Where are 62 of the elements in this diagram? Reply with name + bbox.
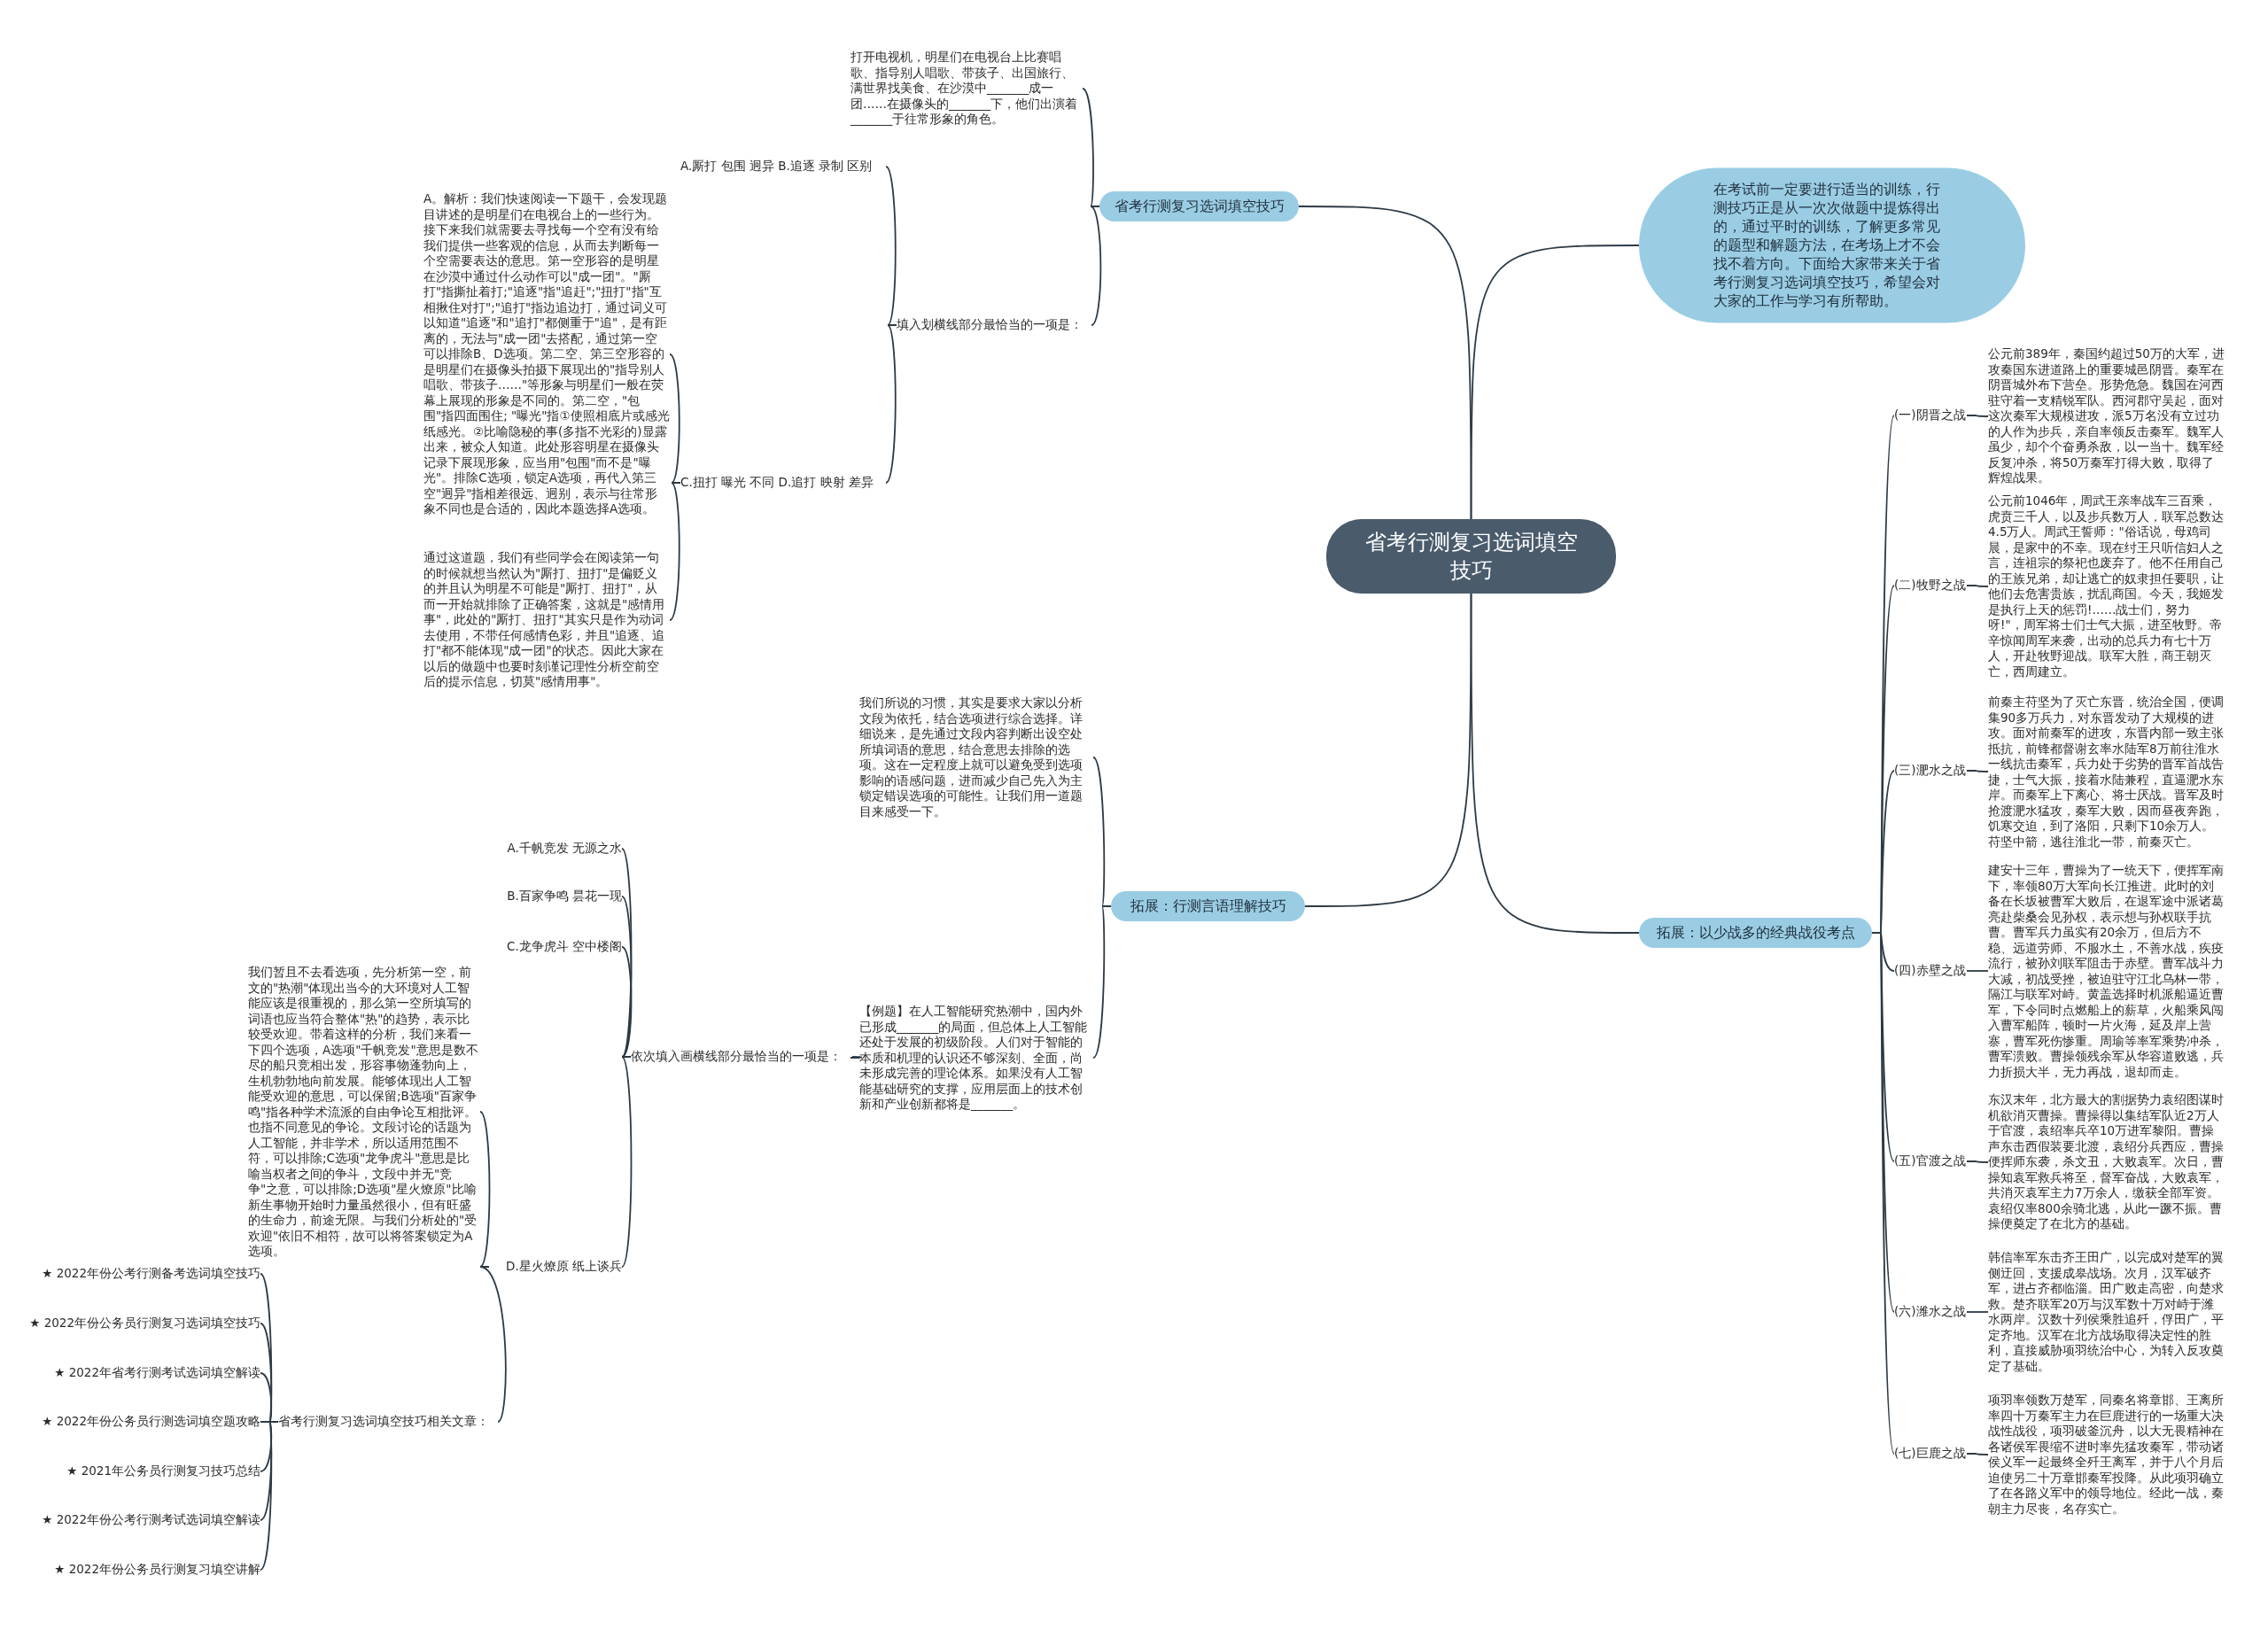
topic-text: 建安十三年，曹操为了一统天下，便挥军南下，率领80万大军向长江推进。此时的刘备在长坂被曹军大败后，在退军途中派诸葛亮赴柴桑会见孙权，表示想与孙权联手抗曹。曹军兵力虽实有20余万，但后方不稳、远道劳师、不服水土，不善水战，疾疫流行，被孙刘联军阻击于赤壁。曹军战斗力大减，初战受挫，被迫驻守江北乌林一带，隔江与联军对峙。黄盖选择时机派船逼近曹军，下令同时点燃船上的薪草，火船乘风闯入曹军船阵，顿时一片火海，延及岸上营寨，曹军死伤惨重。周瑜等率军乘势冲杀，曹军溃败。曹操领残余军从华容道败逃，兵力折损大半，无力再战，退却而走。 xyxy=(1988,862,2225,1080)
topic-text: (四)赤壁之战 xyxy=(1894,963,1967,979)
connector-line xyxy=(260,1421,279,1571)
topic-text: (二)牧野之战 xyxy=(1894,578,1967,594)
topic-text: ★ 2022年份公考行测考试选词填空解读 xyxy=(7,1512,260,1528)
connector-line xyxy=(1092,905,1112,1059)
central-topic: 省考行测复习选词填空技巧 xyxy=(1326,519,1616,594)
topic-text: ★ 2022年份公考行测备考选词填空技巧 xyxy=(7,1266,260,1282)
topic-text: ★ 2022年份公务员行测复习选词填空技巧 xyxy=(7,1316,260,1331)
connector-line xyxy=(1090,206,1102,326)
topic-text: 公元前389年，秦国约超过50万的大军，进攻秦国东进道路上的重要城邑阴晋。秦军在阴晋城外布下营垒。形势危急。魏国在河西驻守着一支精锐军队。西河郡守吴起，面对这次秦军大规模进攻，派5万名没有立过功的人作为步兵，亲自率领反击秦军。魏军人虽少，却个个奋勇杀敌，以一当十。魏军经反复冲杀，将50万秦军打得大败，取得了辉煌战果。 xyxy=(1988,346,2225,486)
connector-line xyxy=(479,1266,507,1423)
topic-text: (三)淝水之战 xyxy=(1894,763,1967,779)
topic-text: A.千帆竞发 无源之水 xyxy=(489,841,622,857)
connector-line xyxy=(669,353,681,484)
connector-line xyxy=(1966,1160,1989,1163)
topic-text: ★ 2022年份公务员行测选词填空题攻略 xyxy=(7,1414,260,1430)
topic-text: (六)潍水之战 xyxy=(1894,1304,1967,1320)
topic-text: D.星火燎原 纸上谈兵 xyxy=(489,1259,622,1275)
branch-topic: 省考行测复习选词填空技巧 xyxy=(1099,191,1299,221)
branch-topic: 拓展：行测言语理解技巧 xyxy=(1111,891,1305,921)
connector-line xyxy=(850,1056,863,1059)
topic-text: A.厮打 包围 迥异 B.追逐 录制 区别 xyxy=(680,159,886,175)
topic-text: 填入划横线部分最恰当的一项是： xyxy=(897,317,1091,333)
topic-text: A。解析：我们快速阅读一下题干，会发现题目讲述的是明星们在电视台上的一些行为。接下来我们就需要去寻找每一个空有没有给我们提供一些客观的信息，从而去判断每一个空需要表达的意思。第一空形容的是明星在沙漠中通过什么动作可以"成一团"。"厮打"指撕扯着打;"追逐"指"追赶";"扭打"指"互相揪住对打";"追打"指边追边打，通过词义可以知道"追逐"和"追打"都侧重于"追"，是有距离的，无法与"成一团"去搭配，通过第一空可以排除B、D选项。第二空、第三空形容的是明星们在摄像头拍摄下展现出的"指导别人唱歌、带孩子……"等形象与明星们一般在荧幕上展现的形象是不同的。第二空，"包围"指四面围住; "曝光"指①使照相底片或感光纸感光。②比喻隐秘的事(多指不光彩的)显露出来，被众人知道。此处形容明星在摄像头记录下展现形象，应当用"包围"而不是"曝光"。排除C选项，锁定A选项，再代入第三空"迥异"指相差很远、迥别，表示与往常形象不同也是合适的，因此本题选择A选项。 xyxy=(423,191,670,517)
connector-line xyxy=(479,1111,491,1268)
topic-text: (五)官渡之战 xyxy=(1894,1153,1967,1169)
connector-line xyxy=(1470,593,1640,934)
connector-line xyxy=(1966,1453,1989,1455)
topic-text: ★ 2021年公务员行测复习技巧总结 xyxy=(7,1463,260,1479)
topic-text: (一)阴晋之战 xyxy=(1894,408,1967,423)
topic-text: 公元前1046年，周武王亲率战车三百乘，虎贲三千人，以及步兵数万人，联军总数达4.5万人。周武王誓师："俗话说，母鸡司晨，是家中的不幸。现在纣王只听信妇人之言，连祖宗的祭祀也废弃了。他不任用自己的王族兄弟，却让逃亡的奴隶担任要职，让他们去危害贵族，扰乱商国。今天，我姬发是执行上天的惩罚!……战士们，努力呀!"，周军将士们士气大振，进至牧野。帝辛惊闻周军来袭，出动的总兵力有七十万人，开赴牧野迎战。联军大胜，商王朝灭亡，西周建立。 xyxy=(1988,493,2225,679)
topic-text: 依次填入画横线部分最恰当的一项是： xyxy=(631,1049,852,1065)
topic-text: 我们所说的习惯，其实是要求大家以分析文段为依托，结合选项进行综合选择。详细说来，是先通过文段内容判断出设空处所填词语的意思，结合意思去排除的选项。这在一定程度上就可以避免受到选项影响的语感问题，进而减少自己先入为主锁定错误选项的可能性。让我们用一道题目来感受一下。 xyxy=(859,695,1093,819)
topic-text: ★ 2022年份公务员行测复习填空讲解 xyxy=(7,1562,260,1578)
topic-text: 打开电视机，明星们在电视台上比赛唱歌、指导别人唱歌、带孩子、出国旅行、满世界找美食、在沙漠中_______成一团……在摄像头的_______下，他们出演着 _______于往常形象的角色。 xyxy=(850,50,1083,128)
topic-text: 东汉末年，北方最大的割据势力袁绍图谋时机欲消灭曹操。曹操得以集结军队近2万人于官渡，袁绍率兵卒10万进军黎阳。曹操声东击西假装要北渡，袁绍分兵西应，曹操便挥师东袭，杀文丑，大败袁军。次日，曹操知袁军救兵将至，督军奋战，大败袁军，共消灭袁军主力7万余人，缴获全部军资。袁绍仅率800余骑北逃，从此一蹶不振。曹操便奠定了在北方的基础。 xyxy=(1988,1092,2225,1232)
connector-line xyxy=(885,324,897,484)
topic-text: 项羽率领数万楚军，同秦名将章邯、王离所率四十万秦军主力在巨鹿进行的一场重大决战性战役，项羽破釜沉舟，以大无畏精神在各诸侯军畏缩不进时率先猛攻秦军，带动诸侯义军一起最终全歼王离军，并于八个月后迫使另二十万章邯秦军投降。从此项羽确立了在各路义军中的领导地位。经此一战，秦朝主力尽丧，名存实亡。 xyxy=(1988,1393,2225,1517)
connector-line xyxy=(669,482,681,621)
connector-line xyxy=(885,166,897,326)
connector-line xyxy=(1966,415,1989,417)
topic-text: 韩信率军东击齐王田广，以完成对楚军的翼侧迂回，支援成皋战场。次月，汉军破齐军，进占齐都临淄。田广败走高密，向楚求救。楚齐联军20万与汉军数十万对峙于潍水两岸。汉数十列侯乘胜追歼，俘田广，平定齐地。汉军在北方战场取得决定性的胜利，直接威胁项羽统治中心，为转入反攻奠定了基础。 xyxy=(1988,1250,2225,1374)
connector-line xyxy=(1966,970,1989,972)
connector-line xyxy=(621,1056,633,1268)
topic-text: 【例题】在人工智能研究热潮中，国内外已形成_______的局面，但总体上人工智能还处于发展的初级阶段。人们对于智能的本质和机理的认识还不够深刻、全面，尚未形成完善的理论体系。如果没有人工智能基础研究的支撑，应用层面上的技术创新和产业创新都将是_______。 xyxy=(859,1003,1093,1113)
topic-text: 前秦主苻坚为了灭亡东晋，统治全国，便调集90多万兵力，对东晋发动了大规模的进攻。面对前秦军的进攻，东晋内部一致主张抵抗，前锋都督谢玄率水陆军8万前往淮水一线抗击秦军，兵力处于劣势的晋军首战告捷，士气大振，接着水陆兼程，直逼淝水东岸。而秦军上下离心、将士厌战。晋军及时抢渡淝水猛攻，秦军大败，因而昼夜奔跑，饥寒交迫，到了洛阳，只剩下10余万人。苻坚中箭，逃往淮北一带，前秦灭亡。 xyxy=(1988,694,2225,850)
topic-text: (七)巨鹿之战 xyxy=(1894,1446,1967,1462)
connector-line xyxy=(1966,1311,1989,1313)
connector-line xyxy=(1966,770,1989,772)
connector-line xyxy=(1470,244,1640,520)
connector-line xyxy=(1966,585,1989,587)
topic-text: C.龙争虎斗 空中楼阁 xyxy=(489,939,622,955)
topic-text: 省考行测复习选词填空技巧相关文章： xyxy=(278,1414,498,1430)
topic-text: B.百家争鸣 昙花一现 xyxy=(489,889,622,904)
topic-text: ★ 2022年省考行测考试选词填空解读 xyxy=(7,1365,260,1381)
topic-text: 我们暂且不去看选项，先分析第一空，前文的"热潮"体现出当今的大环境对人工智能应该是很重视的，那么第一空所填写的词语也应当符合整体"热"的趋势，表示比较受欢迎。带着这样的分析，我们来看一下四个选项，A选项"千帆竞发"意思是数不尽的船只竞相出发，形容事物蓬勃向上，生机勃勃地向前发展。能够体现出人工智能受欢迎的意思，可以保留;B选项"百家争鸣"指各种学术流派的自由争论互相批评。也指不同意见的争论。文段讨论的话题为人工智能，并非学术，所以适用范围不符，可以排除;C选项"龙争虎斗"意思是比喻当权者之间的争斗，文段中并无"竞争"之意，可以排除;D选项"星火燎原"比喻新生事物开始时力量虽然很小，但有旺盛的生命力，前途无限。与我们分析处的"受欢迎"依旧不相符，故可以将答案锁定为A选项。 xyxy=(248,964,480,1260)
branch-topic: 拓展：以少战多的经典战役考点 xyxy=(1639,918,1872,948)
intro-bubble: 在考试前一定要进行适当的训练，行测技巧正是从一次次做题中提炼得出的，通过平时的训练，了解更多常见的题型和解题方法，在考场上才不会找不着方向。下面给大家带来关于省考行测复习选词填空技巧，希望会对大家的工作与学习有所帮助。 xyxy=(1639,167,2025,323)
connector-line xyxy=(621,946,633,1058)
topic-text: 通过这道题，我们有些同学会在阅读第一句的时候就想当然认为"厮打、扭打"是偏贬义的并且认为明星不可能是"厮打、扭打"，从而一开始就排除了正确答案，这就是"感情用事"，此处的"厮打、扭打"其实只是作为动词去使用，不带任何感情色彩，并且"追逐、追打"都不能体现"成一团"的状态。因此大家在以后的做题中也要时刻谨记理性分析空前空后的提示信息，切莫"感情用事"。 xyxy=(423,550,670,690)
topic-text: C.扭打 曝光 不同 D.追打 映射 差异 xyxy=(680,475,886,491)
